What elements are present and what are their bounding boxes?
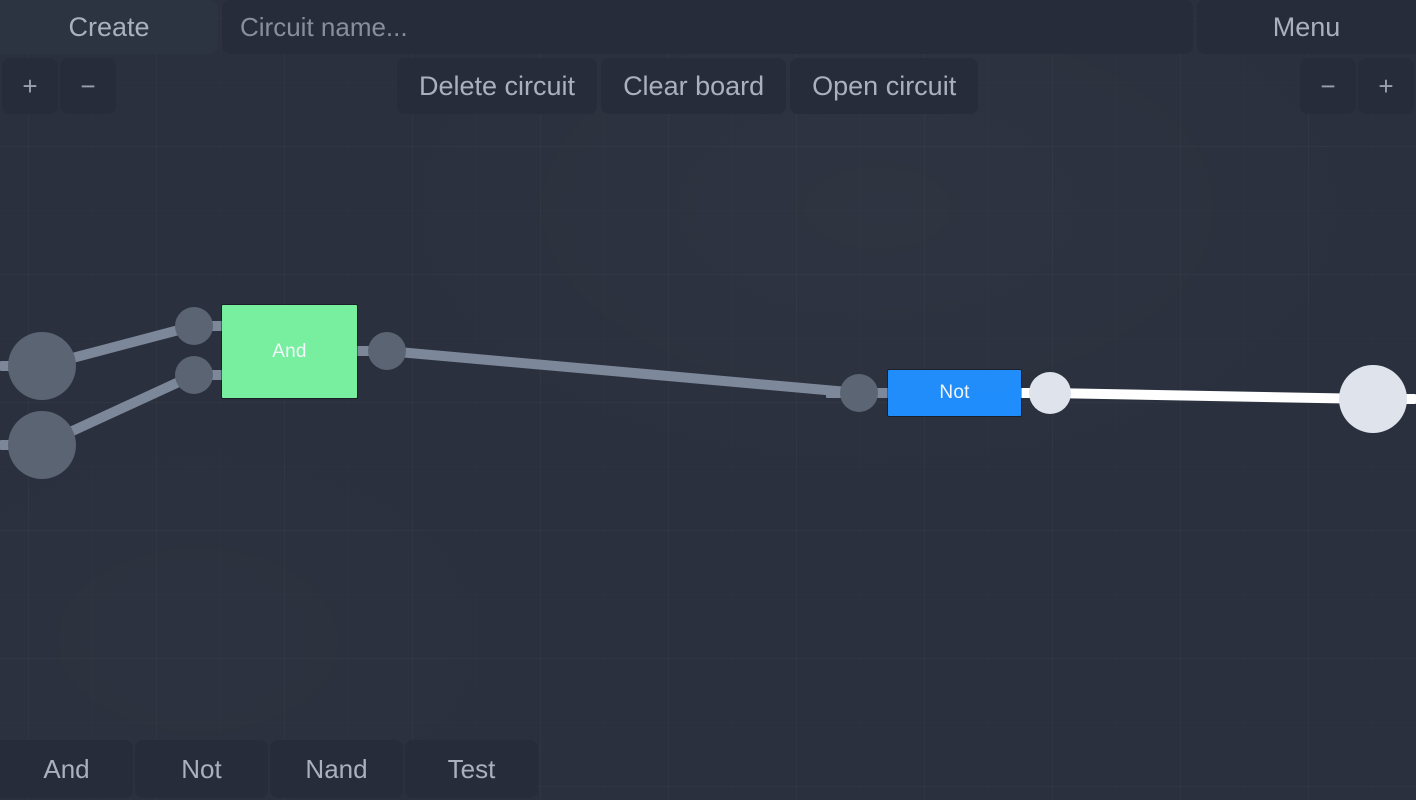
gate-input-pin[interactable] — [175, 356, 213, 394]
gate-palette-and[interactable]: And — [0, 740, 133, 798]
zoom-in-button-left[interactable]: + — [2, 58, 58, 114]
gate-palette-test[interactable]: Test — [405, 740, 538, 798]
pin-stub — [0, 361, 14, 371]
output-node[interactable] — [1339, 365, 1407, 433]
zoom-out-button-left[interactable]: − — [60, 58, 116, 114]
pin-stub — [0, 440, 14, 450]
input-node[interactable] — [8, 411, 76, 479]
zoom-out-button-right[interactable]: − — [1300, 58, 1356, 114]
delete-circuit-button[interactable]: Delete circuit — [397, 58, 598, 114]
gate-not[interactable]: Not — [888, 370, 1021, 416]
gate-and[interactable]: And — [222, 305, 357, 398]
gate-palette-nand[interactable]: Nand — [270, 740, 403, 798]
input-node[interactable] — [8, 332, 76, 400]
top-toolbar: Create Menu — [0, 0, 1416, 56]
gate-output-pin[interactable] — [1029, 372, 1071, 414]
gate-input-pin[interactable] — [175, 307, 213, 345]
circuit-name-input[interactable] — [222, 0, 1193, 54]
wire[interactable] — [1049, 388, 1374, 404]
gate-input-pin[interactable] — [840, 374, 878, 412]
create-circuit-button[interactable]: Create — [0, 0, 218, 54]
wire[interactable] — [386, 346, 860, 398]
gate-palette-not[interactable]: Not — [135, 740, 268, 798]
clear-board-button[interactable]: Clear board — [601, 58, 787, 114]
open-circuit-button[interactable]: Open circuit — [790, 58, 979, 114]
pin-stub — [1402, 394, 1416, 404]
menu-button[interactable]: Menu — [1197, 0, 1416, 54]
gate-output-pin[interactable] — [368, 332, 406, 370]
zoom-in-button-right[interactable]: + — [1358, 58, 1414, 114]
